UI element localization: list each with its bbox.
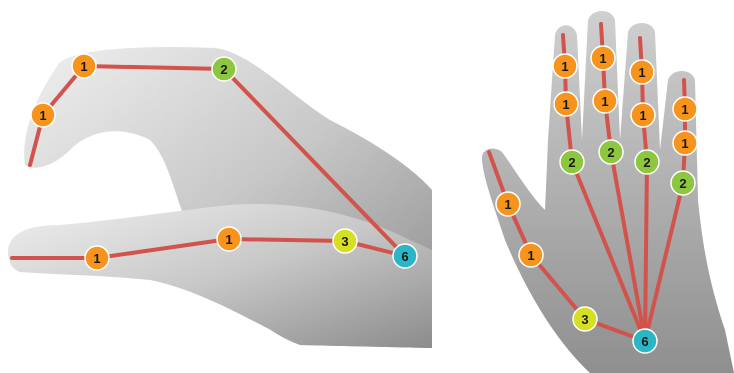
- left-hand-joint-thumb-tip: 1: [85, 246, 109, 270]
- left-hand-joint-thumb-base: 3: [333, 229, 357, 253]
- left-hand-joint-knuckle-index: 2: [212, 57, 236, 81]
- right-hand-joint-ring-dip: 1: [630, 60, 654, 84]
- joint-marker-label: 2: [607, 145, 614, 160]
- joint-marker-label: 1: [225, 232, 232, 247]
- left-hand-bone-segment: [229, 239, 345, 241]
- left-hand-photo: [8, 47, 432, 348]
- joint-marker-label: 6: [641, 334, 648, 349]
- joint-marker-label: 1: [681, 136, 688, 151]
- right-hand-joint-middle-dip: 1: [591, 46, 615, 70]
- right-hand-joint-index-pip: 1: [554, 92, 578, 116]
- joint-marker-label: 1: [562, 97, 569, 112]
- left-hand-joint-mid-index: 1: [72, 54, 96, 78]
- left-hand-joint-thumb-mid: 1: [217, 227, 241, 251]
- right-hand-bone-segment: [645, 162, 647, 341]
- left-hand-joint-tip-index: 1: [31, 103, 55, 127]
- joint-marker-label: 1: [527, 248, 534, 263]
- right-hand-joint-little-dip: 1: [673, 97, 697, 121]
- joint-marker-label: 1: [504, 197, 511, 212]
- right-hand-joint-thumb-mcp: 1: [519, 243, 543, 267]
- joint-marker-label: 1: [93, 251, 100, 266]
- right-hand-joint-middle-pip: 1: [593, 89, 617, 113]
- joint-marker-label: 6: [401, 249, 408, 264]
- joint-marker-label: 1: [639, 108, 646, 123]
- right-hand-joint-little-pip: 1: [673, 131, 697, 155]
- joint-marker-label: 1: [638, 65, 645, 80]
- right-hand-joint-index-mcp: 2: [560, 150, 584, 174]
- joint-marker-label: 3: [341, 234, 348, 249]
- right-hand-joint-thumb-ip: 1: [496, 192, 520, 216]
- left-hand-joint-wrist: 6: [393, 244, 417, 268]
- joint-marker-label: 2: [568, 155, 575, 170]
- right-hand-joint-wrist: 6: [633, 329, 657, 353]
- joint-marker-label: 1: [681, 102, 688, 117]
- joint-marker-label: 2: [643, 155, 650, 170]
- joint-marker-label: 1: [601, 94, 608, 109]
- right-hand-joint-ring-mcp: 2: [635, 150, 659, 174]
- right-hand-joint-ring-pip: 1: [631, 103, 655, 127]
- left-hand-thumb-silhouette: [8, 204, 432, 348]
- right-hand-joint-little-mcp: 2: [671, 171, 695, 195]
- right-hand-joint-index-dip: 1: [553, 54, 577, 78]
- joint-marker-label: 1: [599, 51, 606, 66]
- right-hand-joint-middle-mcp: 2: [599, 140, 623, 164]
- joint-marker-label: 1: [80, 59, 87, 74]
- joint-marker-label: 3: [581, 312, 588, 327]
- right-hand-joint-thumb-cmc: 3: [573, 307, 597, 331]
- joint-marker-label: 2: [679, 176, 686, 191]
- joint-marker-label: 1: [39, 108, 46, 123]
- joint-marker-label: 1: [561, 59, 568, 74]
- joint-marker-label: 2: [220, 62, 227, 77]
